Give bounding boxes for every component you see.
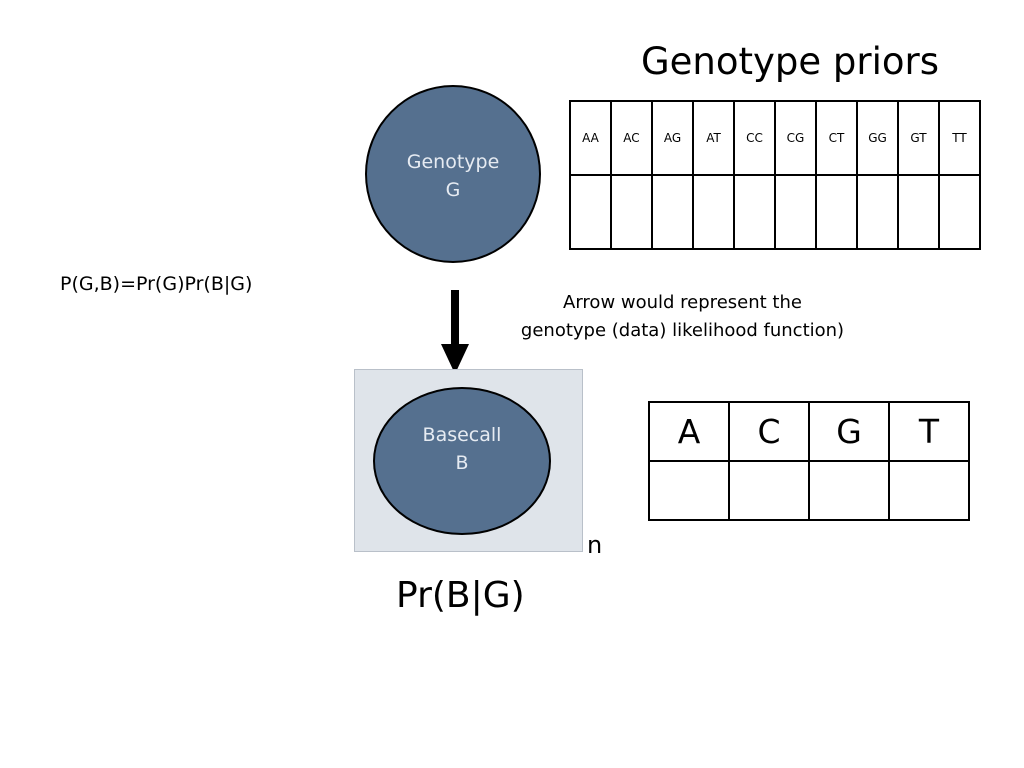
genotype-value-cell — [938, 174, 981, 250]
genotype-priors-header-row: AA AC AG AT CC CG CT GG GT TT — [569, 100, 981, 176]
genotype-value-cell — [774, 174, 817, 250]
genotype-value-cell — [856, 174, 899, 250]
genotype-value-cell — [610, 174, 653, 250]
arrow-annotation-line1: Arrow would represent the — [563, 292, 802, 313]
plate-count-label: n — [587, 531, 603, 559]
base-header-cell: G — [808, 401, 890, 462]
genotype-value-cell — [815, 174, 858, 250]
basecall-node-line1: Basecall — [422, 424, 502, 446]
basecall-value-row — [648, 460, 970, 521]
genotype-value-cell — [651, 174, 694, 250]
basecall-node-line2: B — [455, 452, 469, 474]
genotype-header-cell: GG — [856, 100, 899, 176]
genotype-node-line1: Genotype — [406, 151, 500, 173]
arrow-shaft — [451, 290, 459, 346]
base-header-cell: T — [888, 401, 970, 462]
base-value-cell — [808, 460, 890, 521]
base-value-cell — [728, 460, 810, 521]
priors-title: Genotype priors — [640, 40, 940, 83]
genotype-header-cell: AT — [692, 100, 735, 176]
basecall-table: A C G T — [648, 401, 970, 521]
genotype-value-cell — [569, 174, 612, 250]
base-header-cell: C — [728, 401, 810, 462]
basecall-node: Basecall B — [373, 387, 551, 535]
genotype-header-cell: TT — [938, 100, 981, 176]
genotype-priors-value-row — [569, 174, 981, 250]
basecall-node-label: Basecall B — [375, 421, 549, 477]
genotype-value-cell — [897, 174, 940, 250]
genotype-node-label: Genotype G — [367, 148, 539, 204]
joint-probability-formula: P(G,B)=Pr(G)Pr(B|G) — [60, 273, 253, 295]
genotype-header-cell: AC — [610, 100, 653, 176]
genotype-value-cell — [692, 174, 735, 250]
likelihood-label: Pr(B|G) — [396, 575, 525, 616]
arrow-annotation: Arrow would represent the genotype (data… — [490, 289, 875, 345]
arrow-annotation-line2: genotype (data) likelihood function) — [520, 320, 845, 341]
genotype-node-line2: G — [445, 179, 461, 201]
genotype-header-cell: AG — [651, 100, 694, 176]
genotype-header-cell: CG — [774, 100, 817, 176]
genotype-header-cell: AA — [569, 100, 612, 176]
genotype-node: Genotype G — [365, 85, 541, 263]
genotype-header-cell: GT — [897, 100, 940, 176]
base-value-cell — [648, 460, 730, 521]
base-header-cell: A — [648, 401, 730, 462]
basecall-header-row: A C G T — [648, 401, 970, 462]
genotype-value-cell — [733, 174, 776, 250]
genotype-priors-table: AA AC AG AT CC CG CT GG GT TT — [569, 100, 981, 250]
base-value-cell — [888, 460, 970, 521]
genotype-header-cell: CT — [815, 100, 858, 176]
genotype-header-cell: CC — [733, 100, 776, 176]
